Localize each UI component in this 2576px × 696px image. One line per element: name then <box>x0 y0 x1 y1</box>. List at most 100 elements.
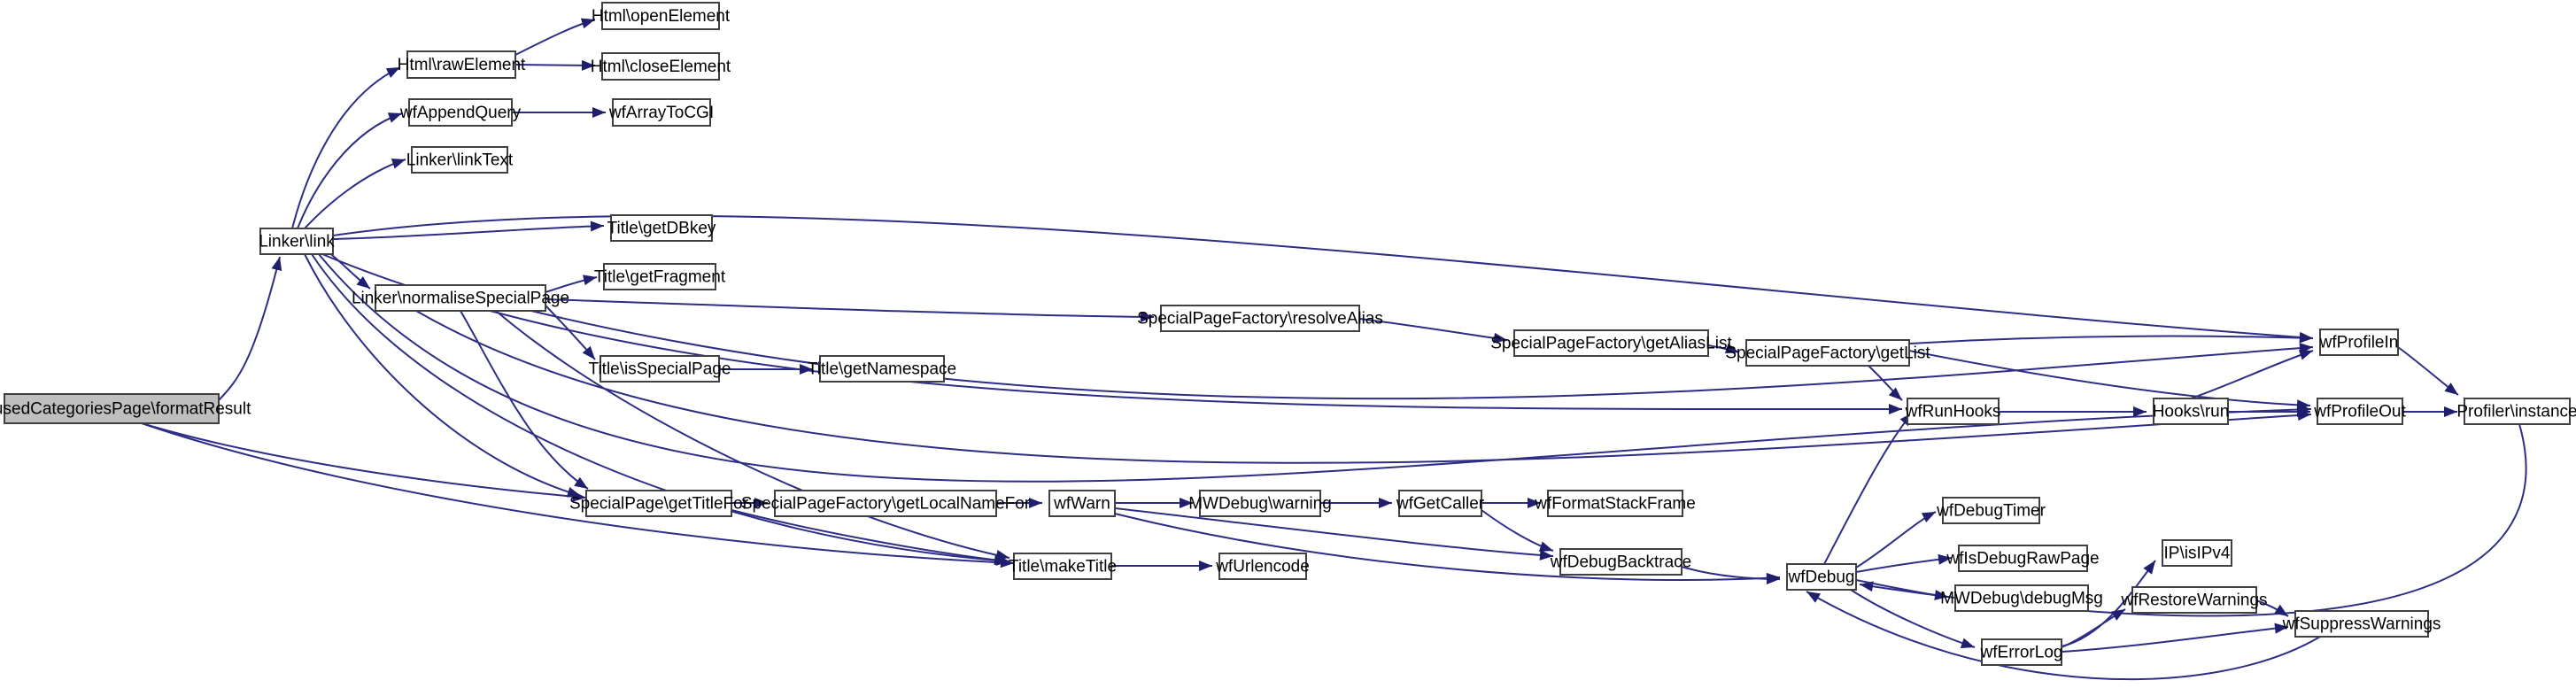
node-box[interactable] <box>1954 584 2089 612</box>
node-box[interactable] <box>1160 305 1360 332</box>
graph-node-root[interactable]: UnusedCategoriesPage\formatResult <box>0 393 251 424</box>
node-box[interactable] <box>1786 563 1857 591</box>
graph-node-hooksRun[interactable]: Hooks\run <box>2153 398 2230 425</box>
call-edge <box>291 66 401 229</box>
node-box[interactable] <box>612 98 711 127</box>
graph-node-wfAppendQuery[interactable]: wfAppendQuery <box>399 98 522 127</box>
graph-node-mwDebugWarning[interactable]: MWDebug\warning <box>1188 490 1332 517</box>
node-box[interactable] <box>601 52 720 81</box>
call-edge <box>1681 566 1781 584</box>
graph-node-wfSuppressWarnings[interactable]: wfSuppressWarnings <box>2282 610 2441 638</box>
graph-node-wfWarn[interactable]: wfWarn <box>1048 490 1116 517</box>
node-box[interactable] <box>375 284 546 312</box>
graph-node-titleGetDBkey[interactable]: Title\getDBkey <box>607 214 716 242</box>
node-label: wfDebugBacktrace <box>1550 553 1691 572</box>
node-box[interactable] <box>1199 490 1321 517</box>
node-box[interactable] <box>1559 548 1683 576</box>
node-box[interactable] <box>600 355 720 383</box>
node-box[interactable] <box>406 50 516 79</box>
node-label: wfDebugTimer <box>1936 502 2046 521</box>
graph-node-ipIsIPv4[interactable]: IP\isIPv4 <box>2162 539 2232 567</box>
graph-node-wfGetCaller[interactable]: wfGetCaller <box>1396 490 1485 517</box>
call-edge <box>1114 507 1554 561</box>
node-label: Html\rawElement <box>398 56 526 74</box>
graph-node-normaliseSpecial[interactable]: Linker\normaliseSpecialPage <box>352 284 569 312</box>
edge-arrowhead <box>2299 332 2313 344</box>
graph-node-getLocalNameFor[interactable]: SpecialPageFactory\getLocalNameFor <box>741 490 1031 517</box>
node-box[interactable] <box>4 393 220 424</box>
graph-node-wfIsDebugRawPage[interactable]: wfIsDebugRawPage <box>1946 545 2100 572</box>
graph-node-wfDebugBacktrace[interactable]: wfDebugBacktrace <box>1550 548 1691 576</box>
graph-node-getTitleFor[interactable]: SpecialPage\getTitleFor <box>569 490 749 517</box>
graph-node-titleGetNamespace[interactable]: Title\getNamespace <box>808 355 956 383</box>
edge-arrowhead <box>2133 406 2147 417</box>
graph-node-wfErrorLog[interactable]: wfErrorLog <box>1980 638 2063 666</box>
call-edge <box>1999 406 2147 417</box>
edge-arrowhead <box>2444 383 2458 395</box>
graph-node-wfRestoreWarnings[interactable]: wfRestoreWarnings <box>2120 586 2268 614</box>
call-edge <box>2228 406 2310 417</box>
graph-node-mwDebugDebugMsg[interactable]: MWDebug\debugMsg <box>1940 584 2103 612</box>
edge-arrowhead <box>1493 332 1507 344</box>
graph-node-linkerLinkText[interactable]: Linker\linkText <box>406 146 514 174</box>
graph-node-resolveAlias[interactable]: SpecialPageFactory\resolveAlias <box>1137 305 1383 332</box>
node-box[interactable] <box>601 2 720 30</box>
node-box[interactable] <box>603 263 716 290</box>
graph-node-wfUrlencode[interactable]: wfUrlencode <box>1215 553 1310 580</box>
node-label: wfRunHooks <box>1905 403 2001 421</box>
graph-node-titleGetFragment[interactable]: Title\getFragment <box>594 263 726 290</box>
node-box[interactable] <box>2131 586 2257 614</box>
node-box[interactable] <box>1013 553 1112 580</box>
graph-node-wfProfileIn[interactable]: wfProfileIn <box>2319 329 2399 356</box>
graph-node-wfFormatStackFrame[interactable]: wfFormatStackFrame <box>1534 490 1696 517</box>
node-box[interactable] <box>1547 490 1683 517</box>
graph-node-wfDebug[interactable]: wfDebug <box>1786 563 1857 591</box>
graph-node-wfRunHooks[interactable]: wfRunHooks <box>1905 398 2001 425</box>
node-box[interactable] <box>1048 490 1116 517</box>
graph-node-wfProfileOut[interactable]: wfProfileOut <box>2313 398 2406 425</box>
node-box[interactable] <box>411 146 508 174</box>
node-box[interactable] <box>408 98 513 127</box>
graph-node-wfArrayToCGI[interactable]: wfArrayToCGI <box>608 98 714 127</box>
node-box[interactable] <box>2464 398 2571 425</box>
graph-node-titleIsSpecialPage[interactable]: Title\isSpecialPage <box>589 355 731 383</box>
node-box[interactable] <box>1907 398 2000 425</box>
node-box[interactable] <box>2294 610 2429 638</box>
call-edge <box>514 18 596 56</box>
graph-node-htmlRawElement[interactable]: Html\rawElement <box>398 50 526 79</box>
node-box[interactable] <box>1981 638 2062 666</box>
graph-node-htmlCloseElement[interactable]: Html\closeElement <box>591 52 731 81</box>
node-box[interactable] <box>259 228 334 255</box>
graph-node-titleMakeTitle[interactable]: Title\makeTitle <box>1009 553 1117 580</box>
node-box[interactable] <box>1398 490 1482 517</box>
node-box[interactable] <box>610 214 713 242</box>
graph-node-getList[interactable]: SpecialPageFactory\getList <box>1725 339 1930 367</box>
node-box[interactable] <box>1958 545 2088 572</box>
node-box[interactable] <box>1942 497 2040 524</box>
node-box[interactable] <box>1745 339 1910 367</box>
node-box[interactable] <box>774 490 997 517</box>
call-edge <box>1111 561 1212 571</box>
graph-node-getAliasList[interactable]: SpecialPageFactory\getAliasList <box>1490 329 1732 357</box>
node-box[interactable] <box>819 355 945 383</box>
edge-arrowhead <box>2274 604 2288 616</box>
node-box[interactable] <box>1513 329 1709 357</box>
node-box[interactable] <box>2162 539 2232 567</box>
node-box[interactable] <box>2317 398 2403 425</box>
edge-arrowhead <box>385 67 400 78</box>
node-box[interactable] <box>2319 329 2399 356</box>
call-edge <box>1358 318 1508 344</box>
node-label: Linker\linkText <box>406 151 514 170</box>
graph-node-linkerLink[interactable]: Linker\link <box>259 228 335 255</box>
edge-arrowhead <box>1888 404 1902 415</box>
graph-node-profilerInstance[interactable]: Profiler\instance <box>2456 398 2576 425</box>
graph-node-htmlOpenElement[interactable]: Html\openElement <box>592 2 731 30</box>
node-box[interactable] <box>585 490 732 517</box>
call-edge <box>731 498 768 508</box>
node-box[interactable] <box>2153 398 2229 425</box>
graph-node-wfDebugTimer[interactable]: wfDebugTimer <box>1936 497 2046 524</box>
call-edge <box>1855 553 1953 573</box>
node-box[interactable] <box>1218 553 1307 580</box>
edge-arrowhead <box>2296 399 2310 411</box>
call-edge <box>1855 511 1937 568</box>
